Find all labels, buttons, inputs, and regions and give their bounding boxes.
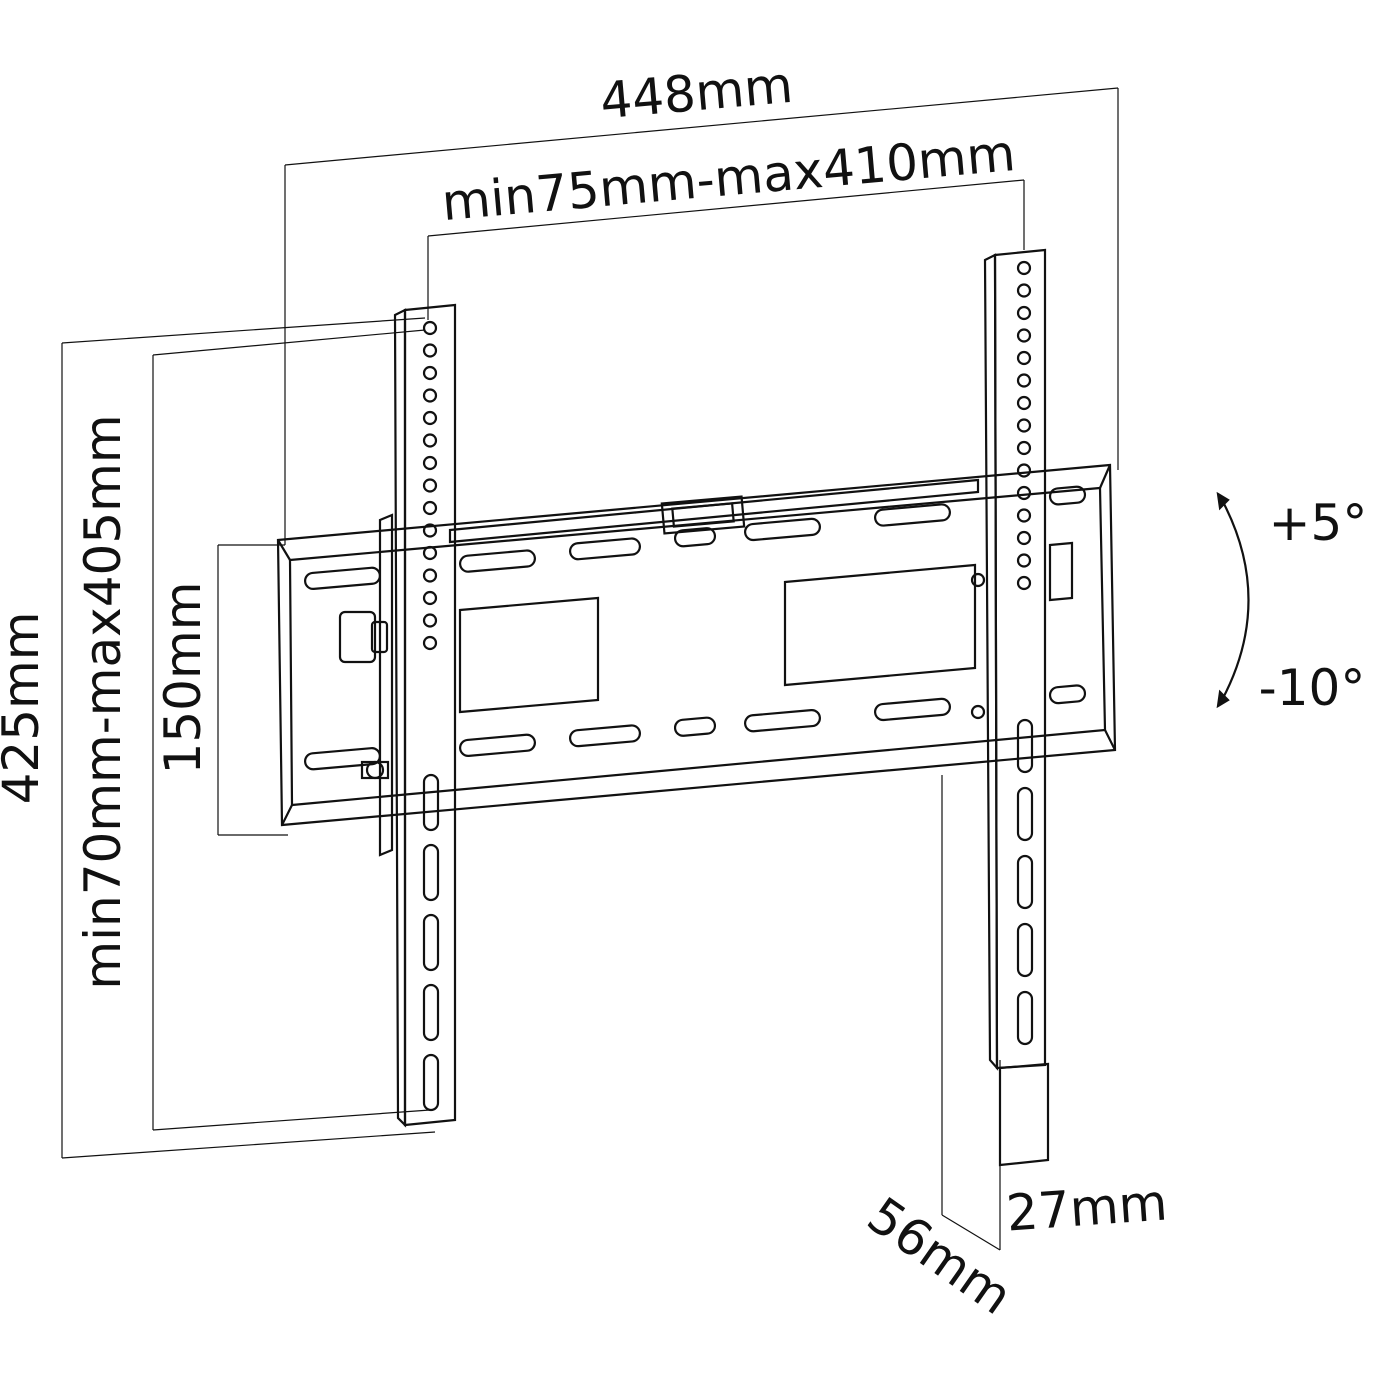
mount-hole <box>422 590 438 606</box>
mount-slot <box>1016 786 1034 842</box>
depth-max-label: 56mm <box>857 1186 1022 1326</box>
mount-hole <box>1016 418 1032 433</box>
mount-hole <box>1016 328 1032 343</box>
mount-hole <box>422 455 438 471</box>
mount-slot <box>422 1053 440 1112</box>
mount-hole <box>422 410 438 426</box>
depth-min-label: 27mm <box>1004 1173 1169 1242</box>
plate-slot <box>874 697 951 722</box>
mount-slot <box>422 983 440 1042</box>
mount-hole <box>1016 283 1032 298</box>
overall-width-label: 448mm <box>598 56 795 131</box>
mount-hole <box>422 478 438 493</box>
plate-slot <box>874 503 951 527</box>
mount-hole <box>1016 530 1032 546</box>
mount-hole <box>422 545 438 561</box>
plate-slots <box>304 485 1087 771</box>
plate-height-label: 150mm <box>154 582 212 775</box>
plate-slot <box>569 724 641 748</box>
left-arm-holes <box>422 320 440 1112</box>
mount-hole <box>1016 485 1032 501</box>
mount-hole <box>422 343 438 358</box>
plate-slot <box>673 527 717 548</box>
mount-hole <box>422 568 438 583</box>
plate-slot <box>673 716 717 737</box>
mount-hole <box>1016 305 1032 321</box>
mount-hole <box>422 320 438 336</box>
mount-slot <box>422 913 440 972</box>
mount-hole <box>422 365 438 381</box>
mount-slot <box>1016 990 1034 1046</box>
right-arm-holes <box>1016 260 1034 1046</box>
plate-slot <box>744 709 821 733</box>
mount-hole <box>422 523 438 538</box>
mount-hole <box>422 635 438 651</box>
mount-hole <box>1016 508 1032 523</box>
plate-slot <box>459 733 536 757</box>
mount-hole <box>422 613 438 628</box>
dimension-lines <box>61 87 1119 1251</box>
plate-slot <box>1048 684 1087 705</box>
mount-slot <box>422 773 440 832</box>
tilt-up-label: +5° <box>1269 494 1368 552</box>
vesa-horizontal-label: min75mm-max410mm <box>440 124 1018 232</box>
plate-slot <box>569 537 641 561</box>
tilt-arc <box>1216 491 1250 709</box>
mount-hole <box>1016 373 1032 388</box>
mount-hole <box>422 388 438 403</box>
mount-hole <box>1016 260 1032 276</box>
mount-slot <box>1016 922 1034 978</box>
plate-slot <box>459 549 536 573</box>
plate-cutouts <box>458 563 977 714</box>
tilt-down-label: -10° <box>1259 659 1366 717</box>
mount-hole <box>422 500 438 516</box>
overall-height-label: 425mm <box>0 612 50 805</box>
plate-slot <box>744 517 821 542</box>
mount-hole <box>422 433 438 448</box>
plate-slot <box>304 747 381 771</box>
mount-hole <box>1016 395 1032 411</box>
plate-slot <box>1048 485 1087 506</box>
vesa-vertical-label: min70mm-max405mm <box>74 414 132 989</box>
mount-slot <box>1016 718 1034 774</box>
mount-slot <box>1016 854 1034 910</box>
wall-plate <box>276 463 1117 827</box>
mount-slot <box>422 843 440 902</box>
mount-hole <box>1016 575 1032 591</box>
plate-slot <box>304 566 381 591</box>
mount-hole <box>1016 463 1032 478</box>
right-arm <box>970 248 1074 1167</box>
left-arm <box>338 303 457 1128</box>
mount-hole <box>1016 350 1032 366</box>
mount-hole <box>1016 553 1032 568</box>
mount-hole <box>1016 440 1032 456</box>
